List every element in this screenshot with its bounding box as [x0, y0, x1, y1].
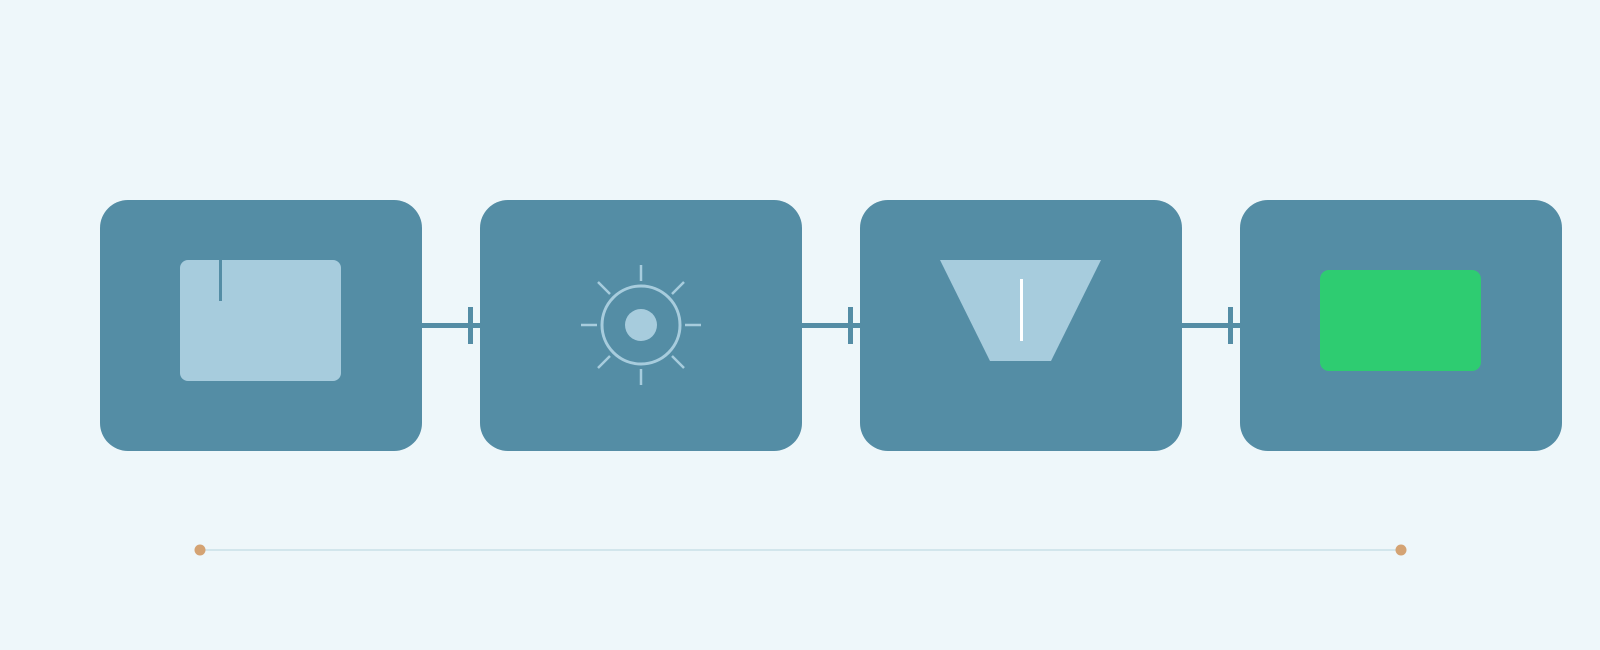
step-card-3: [860, 200, 1182, 451]
step-card-4: [1240, 200, 1562, 451]
rectangle-icon: [180, 260, 341, 381]
progress-start-dot-icon: [194, 544, 206, 556]
trapezoid-icon: [940, 260, 1101, 361]
connector-1: [420, 300, 482, 350]
connector-arrow-icon: [420, 307, 482, 344]
green-rectangle-icon: [1320, 270, 1481, 371]
connector-arrow-icon: [800, 307, 862, 344]
connector-3: [1180, 300, 1242, 350]
sun-icon: [581, 265, 701, 385]
progress-track: [190, 540, 1416, 560]
progress-end-dot-icon: [1395, 544, 1407, 556]
step-card-2: [480, 200, 802, 451]
connector-2: [800, 300, 862, 350]
connector-arrow-icon: [1180, 307, 1242, 344]
step-card-1: [100, 200, 422, 451]
